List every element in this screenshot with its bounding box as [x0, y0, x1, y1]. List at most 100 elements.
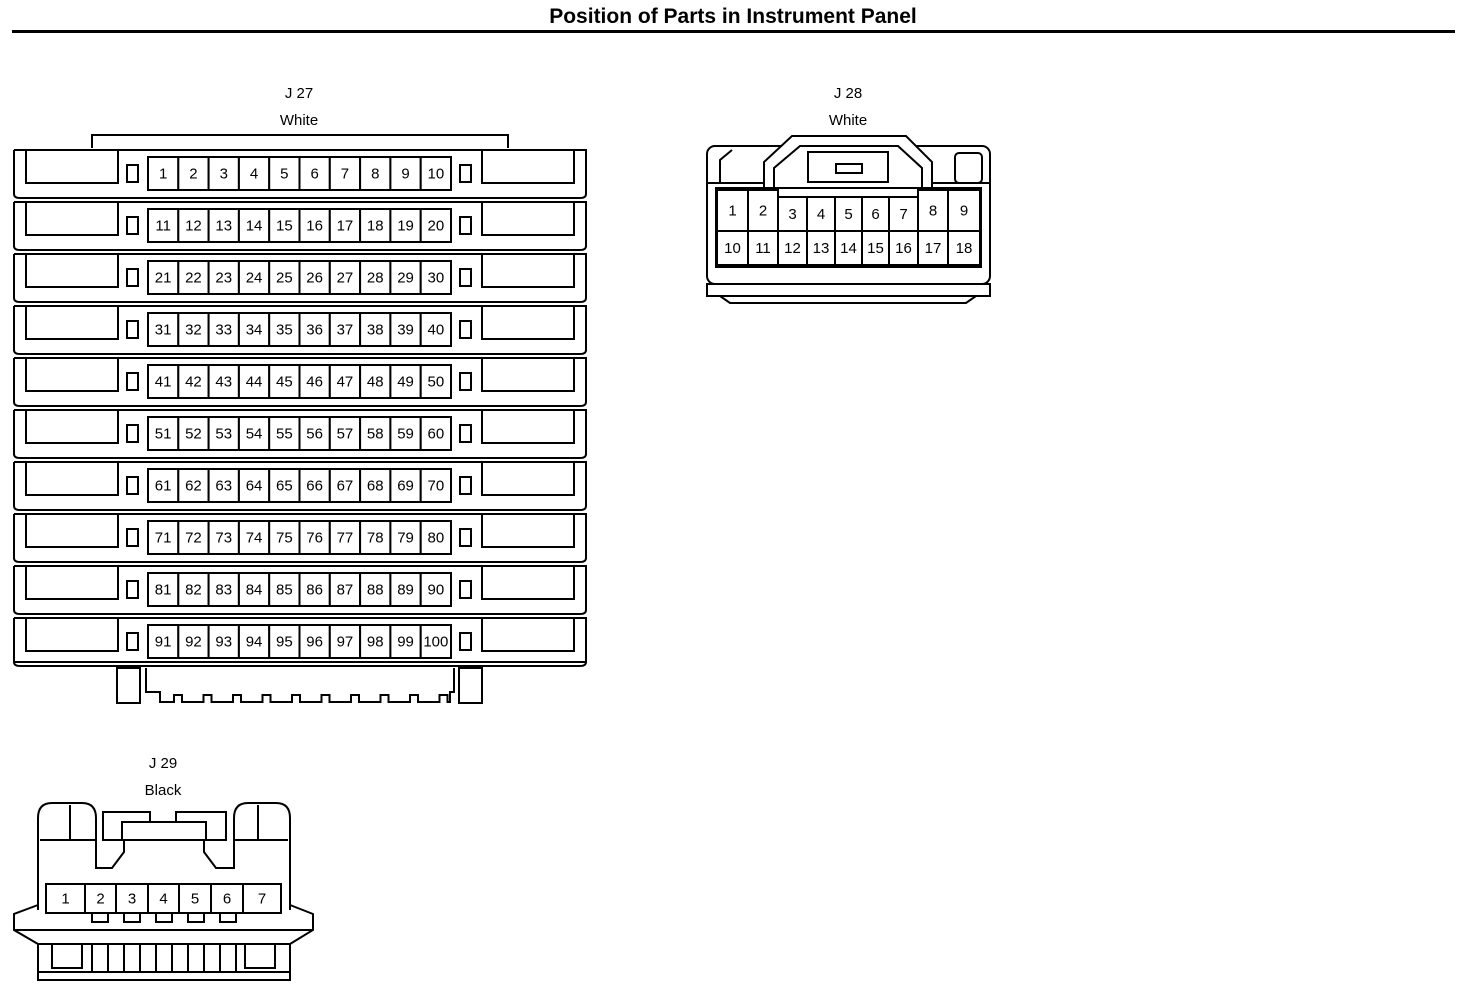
j27-pin-label: 6: [310, 166, 318, 183]
j28-id-label: J 28: [834, 85, 862, 102]
j29-pin-label: 2: [96, 891, 104, 908]
j27-row-frame: [13, 253, 587, 303]
j27-pin-label: 61: [155, 478, 172, 495]
j27-pin-label: 4: [250, 166, 258, 183]
j27-pin-label: 42: [185, 374, 202, 391]
j29-pin-cell: [147, 883, 180, 914]
j27-pin-label: 89: [397, 582, 414, 599]
j27-right-slot: [459, 372, 472, 391]
j27-pin-label: 82: [185, 582, 202, 599]
j28-pin-cell: [947, 189, 981, 232]
j28-pin-label: 8: [929, 203, 937, 220]
j27-pin-label: 63: [215, 478, 232, 495]
j29-pin-label: 5: [191, 891, 199, 908]
j27-pin-label: 35: [276, 322, 293, 339]
j27-right-latch: [481, 149, 575, 184]
j27-pin-cell: [359, 156, 392, 191]
j27-pin-label: 75: [276, 530, 293, 547]
j27-pin-label: 52: [185, 426, 202, 443]
j28-pin-label: 9: [960, 203, 968, 220]
j27-pin-label: 100: [423, 634, 448, 651]
j27-pin-cell: [419, 572, 453, 607]
j27-pin-label: 57: [337, 426, 354, 443]
j28-pin-label: 14: [840, 240, 857, 257]
j27-pin-cell: [328, 468, 362, 503]
j29-pin-label: 6: [223, 891, 231, 908]
j27-pin-cell: [268, 624, 301, 659]
j28-pin-cell: [747, 230, 779, 266]
j27-pin-cell: [207, 520, 240, 555]
j27-pin-cell: [268, 312, 301, 347]
j27-pin-cell: [147, 208, 180, 243]
j27-pin-label: 37: [337, 322, 354, 339]
j27-left-slot: [126, 268, 139, 287]
j27-pin-label: 69: [397, 478, 414, 495]
j27-pin-label: 62: [185, 478, 202, 495]
j28-pin-label: 18: [956, 240, 973, 257]
j27-left-slot: [126, 528, 139, 547]
j27-pin-label: 73: [215, 530, 232, 547]
j27-pin-label: 78: [367, 530, 384, 547]
j27-pin-label: 12: [185, 218, 202, 235]
j27-pin-label: 18: [367, 218, 384, 235]
j27-pin-label: 97: [337, 634, 354, 651]
j28-pin-label: 16: [895, 240, 912, 257]
j27-right-slot: [459, 528, 472, 547]
j27-pin-label: 92: [185, 634, 202, 651]
j27-left-slot: [126, 580, 139, 599]
j27-color-label: White: [280, 112, 318, 129]
j27-pin-label: 34: [246, 322, 263, 339]
j28-pin-label: 11: [755, 240, 771, 257]
j27-pin-cell: [237, 572, 271, 607]
j27-pin-label: 49: [397, 374, 414, 391]
j27-pin-label: 36: [306, 322, 323, 339]
j27-pin-label: 5: [280, 166, 288, 183]
j28-pin-label: 1: [728, 203, 736, 220]
j27-pin-cell: [268, 468, 301, 503]
j27-pin-cell: [419, 312, 453, 347]
j27-id-label: J 27: [285, 85, 313, 102]
title-rule: [12, 30, 1455, 33]
j27-left-latch: [25, 357, 119, 392]
j27-pin-cell: [419, 624, 453, 659]
j27-pin-cell: [359, 312, 392, 347]
j27-pin-cell: [268, 208, 301, 243]
j27-right-slot: [459, 164, 472, 183]
j27-pin-cell: [419, 364, 453, 399]
j27-pin-label: 94: [246, 634, 263, 651]
j28-pin-cell: [917, 230, 949, 266]
j27-pin-label: 8: [371, 166, 379, 183]
j27-pin-label: 39: [397, 322, 414, 339]
j27-pin-label: 86: [306, 582, 323, 599]
j27-left-latch: [25, 461, 119, 496]
j27-pin-cell: [147, 624, 180, 659]
page-title: Position of Parts in Instrument Panel: [549, 5, 917, 28]
j27-pin-label: 88: [367, 582, 384, 599]
j27-pin-cell: [268, 260, 301, 295]
j27-pin-cell: [328, 624, 362, 659]
j28-housing: [706, 135, 991, 304]
j27-pin-label: 55: [276, 426, 293, 443]
j27-pin-label: 40: [428, 322, 445, 339]
j27-pin-label: 13: [215, 218, 232, 235]
j27-pin-label: 53: [215, 426, 232, 443]
j27-right-latch: [481, 565, 575, 600]
j27-pin-cell: [328, 260, 362, 295]
j27-pin-label: 45: [276, 374, 293, 391]
j27-left-slot: [126, 632, 139, 651]
j27-left-slot: [126, 372, 139, 391]
j27-pin-cell: [419, 416, 453, 451]
j27-pin-label: 72: [185, 530, 202, 547]
j27-pin-label: 80: [428, 530, 445, 547]
j27-pin-label: 22: [185, 270, 202, 287]
j27-right-slot: [459, 320, 472, 339]
j27-pin-cell: [177, 572, 210, 607]
j27-pin-cell: [419, 468, 453, 503]
j27-right-latch: [481, 617, 575, 652]
j27-pin-label: 91: [155, 634, 172, 651]
j27-pin-label: 29: [397, 270, 414, 287]
j28-pin-cell: [917, 189, 949, 232]
j28-color-label: White: [829, 112, 867, 129]
j29-pin-cell: [242, 883, 282, 914]
